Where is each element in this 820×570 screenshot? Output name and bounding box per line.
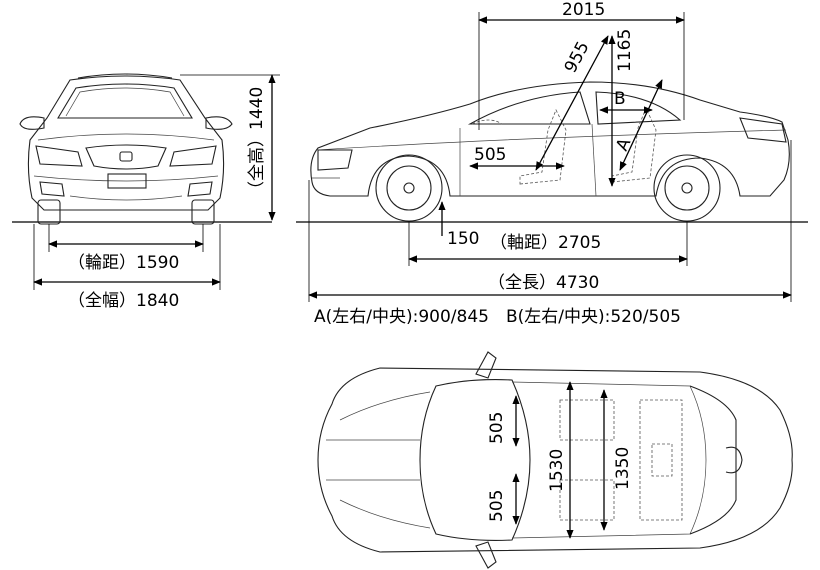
front-view: （輪距）1590 （全幅）1840 （全高）1440	[12, 73, 280, 311]
top-view: 505 505 1530 1350	[317, 351, 793, 569]
seat-b-label: B	[614, 89, 626, 109]
top-rear-seat-label: 505	[487, 490, 507, 522]
front-height-label: （全高）1440	[247, 87, 267, 198]
front-headroom-line	[535, 35, 609, 171]
top-front-seat-label: 505	[487, 412, 507, 444]
length-label: （全長）4730	[488, 273, 599, 293]
front-width-label: （全幅）1840	[68, 291, 179, 311]
wheelbase-label: （軸距）2705	[490, 233, 601, 253]
top-front-cabin-width-label: 1530	[547, 449, 567, 492]
legroom-label: 505	[474, 145, 506, 165]
front-track-label: （輪距）1590	[68, 253, 179, 273]
top-rear-cabin-width-label: 1350	[613, 447, 633, 490]
footnote-text: A(左右/中央):900/845 B(左右/中央):520/505	[314, 307, 681, 327]
ground-clearance-label: 150	[447, 229, 479, 249]
rear-headroom-line	[619, 79, 663, 171]
interior-height-label: 1165	[615, 29, 635, 72]
seat-a-label: A	[612, 135, 635, 154]
side-view: 2015 955 1165 B A 505 150 （軸距）2705 （全長）4…	[296, 0, 808, 327]
cabin-length-label: 2015	[562, 0, 605, 20]
